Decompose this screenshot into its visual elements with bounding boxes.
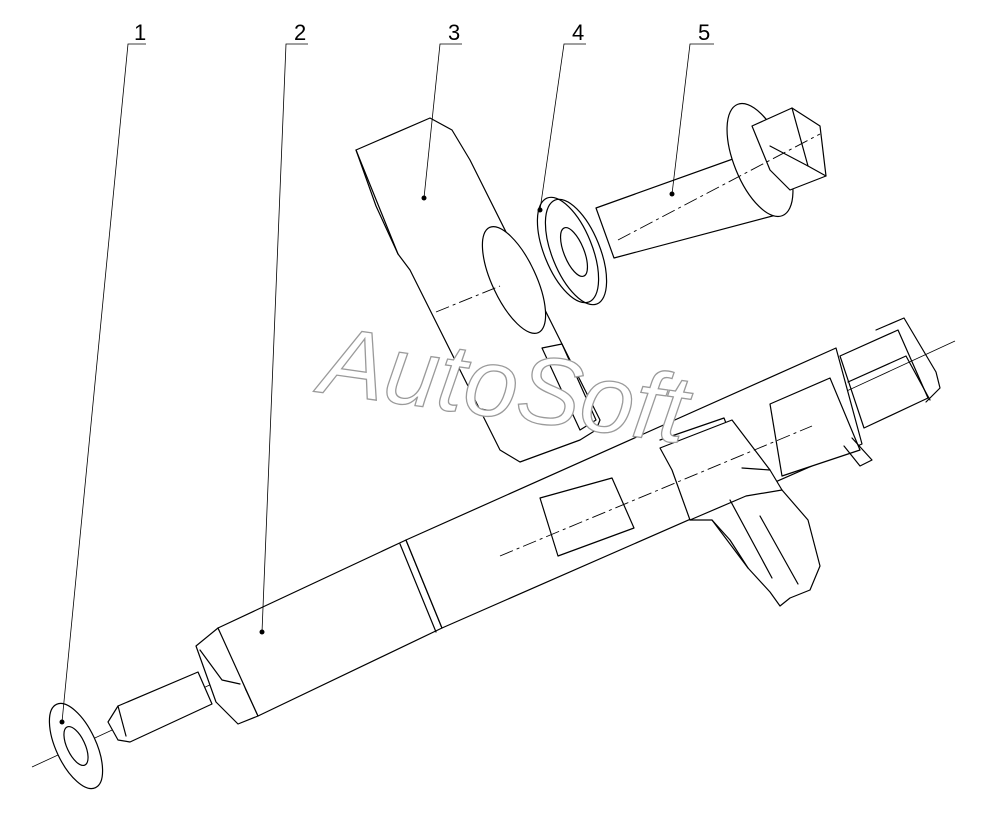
callout-2: 2 [259, 20, 308, 635]
callout-label-1: 1 [134, 20, 146, 45]
callout-label-2: 2 [294, 20, 306, 45]
clamp-part [355, 117, 601, 463]
callout-label-3: 3 [448, 20, 460, 45]
callout-3: 3 [421, 20, 462, 201]
washer-part-1 [48, 702, 104, 790]
watermark-text: AutoSoft [310, 306, 698, 464]
callout-label-5: 5 [698, 20, 710, 45]
callout-1: 1 [59, 20, 146, 725]
callout-label-4: 4 [572, 20, 584, 45]
callout-4: 4 [537, 20, 586, 213]
callout-5: 5 [669, 20, 714, 197]
injector-part [31, 317, 956, 768]
washer-part-4 [536, 196, 608, 306]
bolt-part [595, 102, 827, 259]
